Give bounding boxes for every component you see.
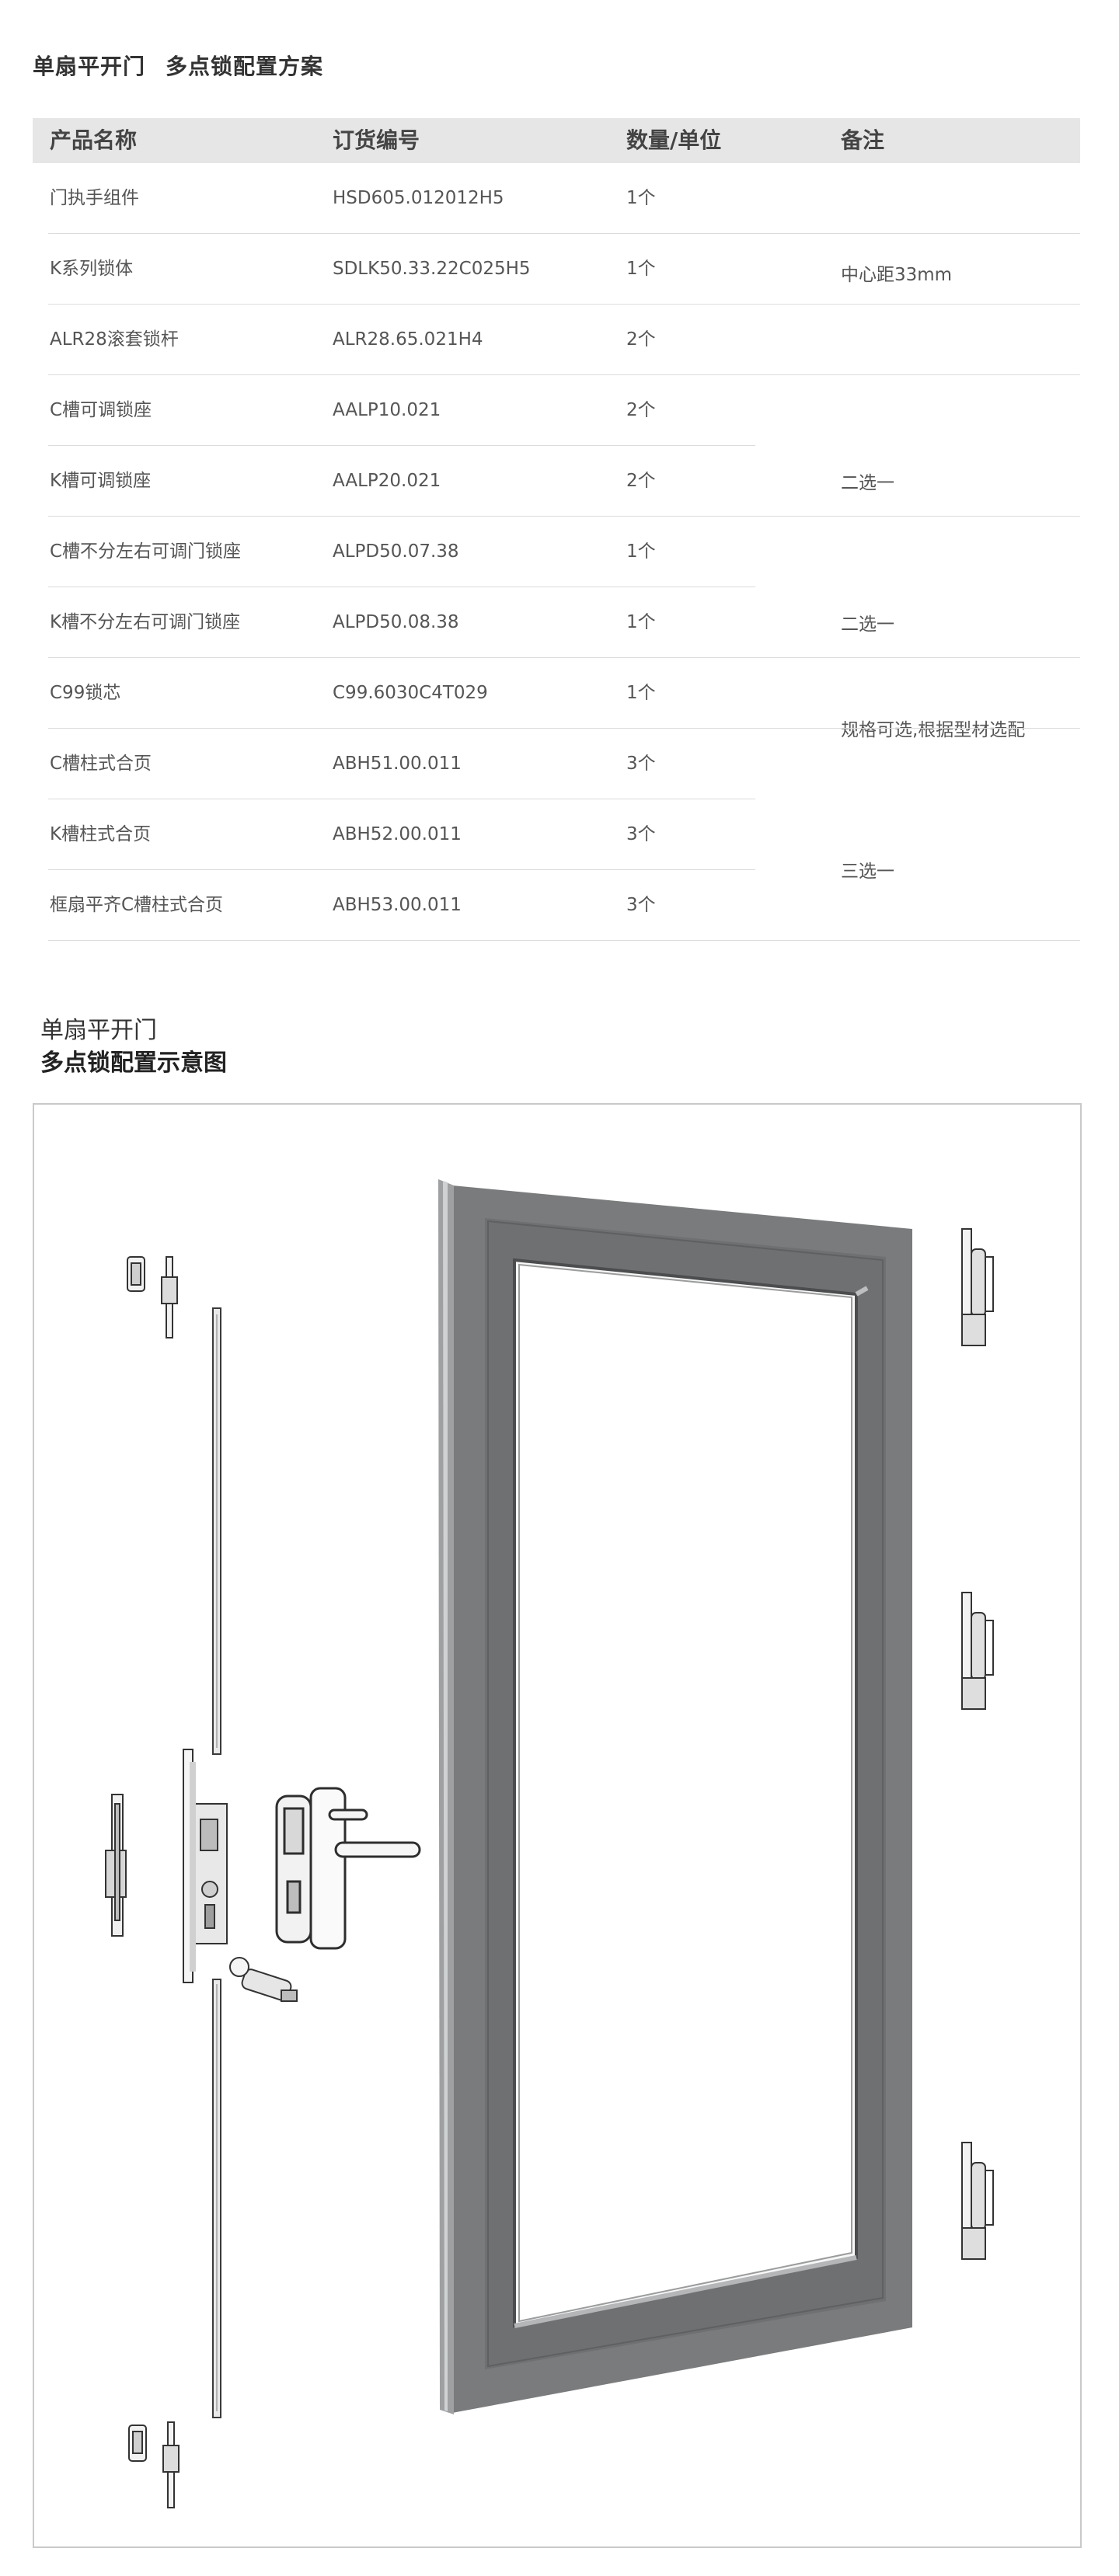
cell-quantity: 2个 [626, 471, 656, 491]
table-row: C槽不分左右可调门锁座 ALPD50.07.38 1个 [33, 517, 1080, 587]
row-divider [48, 516, 1080, 517]
note-hinge-group: 三选一 [841, 862, 894, 882]
lock-cylinder [229, 1957, 298, 2002]
top-lock-seat [127, 1256, 178, 1338]
table-row: 框扇平齐C槽柱式合页 ABH53.00.011 3个 [33, 870, 1080, 941]
cell-order-code: AALP10.021 [333, 400, 441, 420]
table-row: 门执手组件 HSD605.012012H5 1个 [33, 163, 1080, 234]
table-row: K系列锁体 SDLK50.33.22C025H5 1个 [33, 234, 1080, 305]
row-divider [48, 657, 1080, 658]
config-table: 产品名称 订货编号 数量/单位 备注 中心距33mm 二选一 二选一 规格可选,… [33, 118, 1080, 941]
row-divider [48, 233, 1080, 234]
hinge-bottom [961, 2142, 994, 2260]
cell-product-name: C槽柱式合页 [50, 754, 152, 774]
cell-product-name: K槽不分左右可调门锁座 [50, 612, 241, 632]
page-title-scheme: 多点锁配置方案 [166, 54, 324, 79]
hinge-middle [961, 1592, 994, 1710]
table-body: 中心距33mm 二选一 二选一 规格可选,根据型材选配 三选一 门执手组件 HSD… [33, 163, 1080, 941]
bottom-lock-seat [128, 2421, 180, 2508]
header-product-name: 产品名称 [50, 127, 138, 153]
note-door-seat-group: 二选一 [841, 614, 894, 635]
table-header: 产品名称 订货编号 数量/单位 备注 [33, 118, 1080, 163]
note-cylinder: 规格可选,根据型材选配 [841, 720, 1026, 740]
table-row: C99锁芯 C99.6030C4T029 1个 [33, 658, 1080, 729]
cell-quantity: 1个 [626, 188, 656, 208]
note-k-lock-body: 中心距33mm [841, 265, 953, 285]
diagram-title-line2: 多点锁配置示意图 [40, 1050, 227, 1077]
cell-quantity: 2个 [626, 329, 656, 350]
table-row: K槽柱式合页 ABH52.00.011 3个 [33, 799, 1080, 870]
cell-order-code: C99.6030C4T029 [333, 683, 488, 703]
note-adjustable-seat-group: 二选一 [841, 473, 894, 493]
cell-order-code: ABH52.00.011 [333, 824, 462, 844]
cell-product-name: C99锁芯 [50, 683, 121, 703]
cell-quantity: 3个 [626, 824, 656, 844]
table-row: C槽可调锁座 AALP10.021 2个 [33, 375, 1080, 446]
cell-quantity: 1个 [626, 259, 656, 279]
cell-quantity: 2个 [626, 400, 656, 420]
row-divider [48, 728, 1080, 729]
cell-product-name: K槽可调锁座 [50, 471, 152, 491]
page-title: 单扇平开门多点锁配置方案 [33, 50, 323, 81]
header-remarks: 备注 [841, 127, 885, 153]
hinge-top [961, 1228, 994, 1346]
cell-order-code: AALP20.021 [333, 471, 441, 491]
lock-rod-upper [212, 1307, 221, 1755]
cell-quantity: 1个 [626, 612, 656, 632]
cell-order-code: ABH51.00.011 [333, 754, 462, 774]
cell-quantity: 1个 [626, 683, 656, 703]
cell-order-code: ALPD50.07.38 [333, 541, 459, 562]
lock-rod-lower [212, 1979, 221, 2418]
table-row: K槽不分左右可调门锁座 ALPD50.08.38 1个 [33, 587, 1080, 658]
cell-quantity: 3个 [626, 895, 656, 915]
diagram-heading: 单扇平开门 多点锁配置示意图 [40, 1015, 227, 1080]
header-quantity: 数量/单位 [626, 127, 722, 153]
table-row: ALR28滚套锁杆 ALR28.65.021H4 2个 [33, 305, 1080, 375]
row-divider [48, 940, 1080, 941]
door-handle [275, 1787, 421, 1950]
table-row: K槽可调锁座 AALP20.021 2个 [33, 446, 1080, 517]
cell-product-name: ALR28滚套锁杆 [50, 329, 179, 350]
cell-order-code: ALPD50.08.38 [333, 612, 459, 632]
row-divider [48, 869, 755, 870]
cell-order-code: ALR28.65.021H4 [333, 329, 483, 350]
header-order-code: 订货编号 [333, 127, 420, 153]
exploded-door-illustration [105, 1179, 994, 2508]
cell-order-code: ABH53.00.011 [333, 895, 462, 915]
cell-quantity: 1个 [626, 541, 656, 562]
cell-product-name: 框扇平齐C槽柱式合页 [50, 895, 224, 915]
diagram-frame [33, 1103, 1082, 2548]
cell-quantity: 3个 [626, 754, 656, 774]
table-row: C槽柱式合页 ABH51.00.011 3个 [33, 729, 1080, 799]
cell-order-code: SDLK50.33.22C025H5 [333, 259, 531, 279]
cell-order-code: HSD605.012012H5 [333, 188, 504, 208]
lock-body [183, 1749, 228, 1983]
diagram-title-line1: 单扇平开门 [40, 1017, 157, 1044]
row-divider [48, 445, 755, 446]
cell-product-name: C槽可调锁座 [50, 400, 152, 420]
page-title-door-type: 单扇平开门 [33, 54, 146, 79]
door-lock-seat [105, 1794, 127, 1937]
cell-product-name: 门执手组件 [50, 188, 139, 208]
cell-product-name: K系列锁体 [50, 259, 134, 279]
cell-product-name: K槽柱式合页 [50, 824, 152, 844]
door-leaf-illustration [438, 1179, 912, 2414]
cell-product-name: C槽不分左右可调门锁座 [50, 541, 242, 562]
row-divider [48, 374, 1080, 375]
row-divider [48, 304, 1080, 305]
